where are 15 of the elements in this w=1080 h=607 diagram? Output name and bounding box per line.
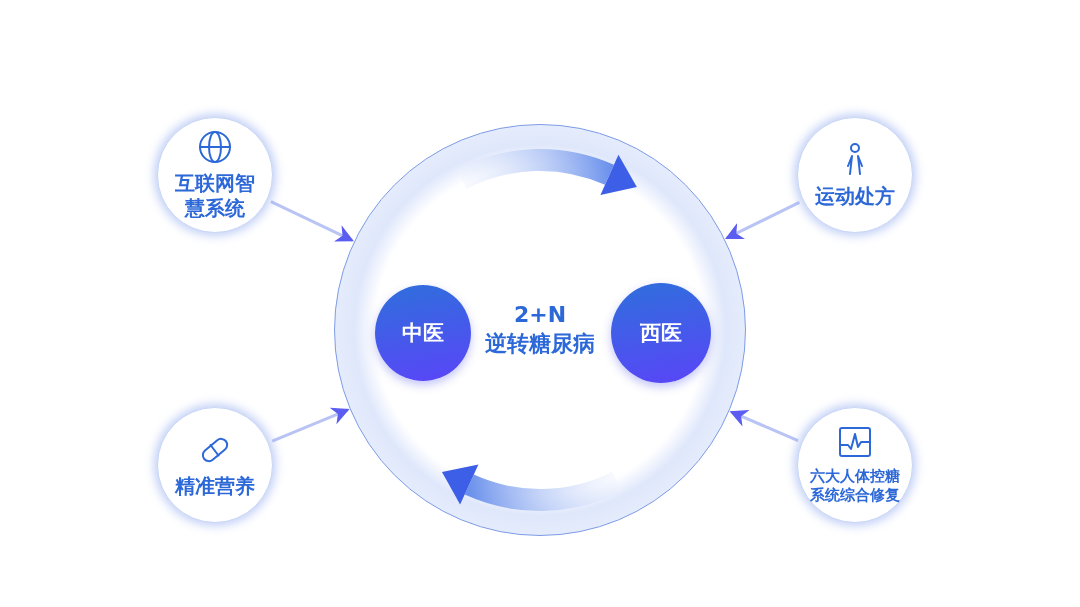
circle-label: 精准营养 xyxy=(173,473,256,499)
medicine-circle: 西医 xyxy=(611,283,711,383)
exercise-circle xyxy=(797,117,913,233)
arrow xyxy=(725,201,801,240)
nutrition-circle xyxy=(157,407,273,523)
arrow xyxy=(729,410,799,442)
system-circle xyxy=(157,117,273,233)
arrow xyxy=(271,407,350,443)
circle-label: 运动处方 xyxy=(814,183,896,209)
repair-circle xyxy=(797,407,913,523)
center-title: 2+N 逆转糖尿病 xyxy=(484,301,596,358)
medicine-circle: 中医 xyxy=(375,285,471,381)
circle-label: 六大人体控糖系统综合修复 xyxy=(809,467,901,505)
circle-label: 互联网智慧系统 xyxy=(174,171,256,221)
arrow xyxy=(270,200,354,242)
